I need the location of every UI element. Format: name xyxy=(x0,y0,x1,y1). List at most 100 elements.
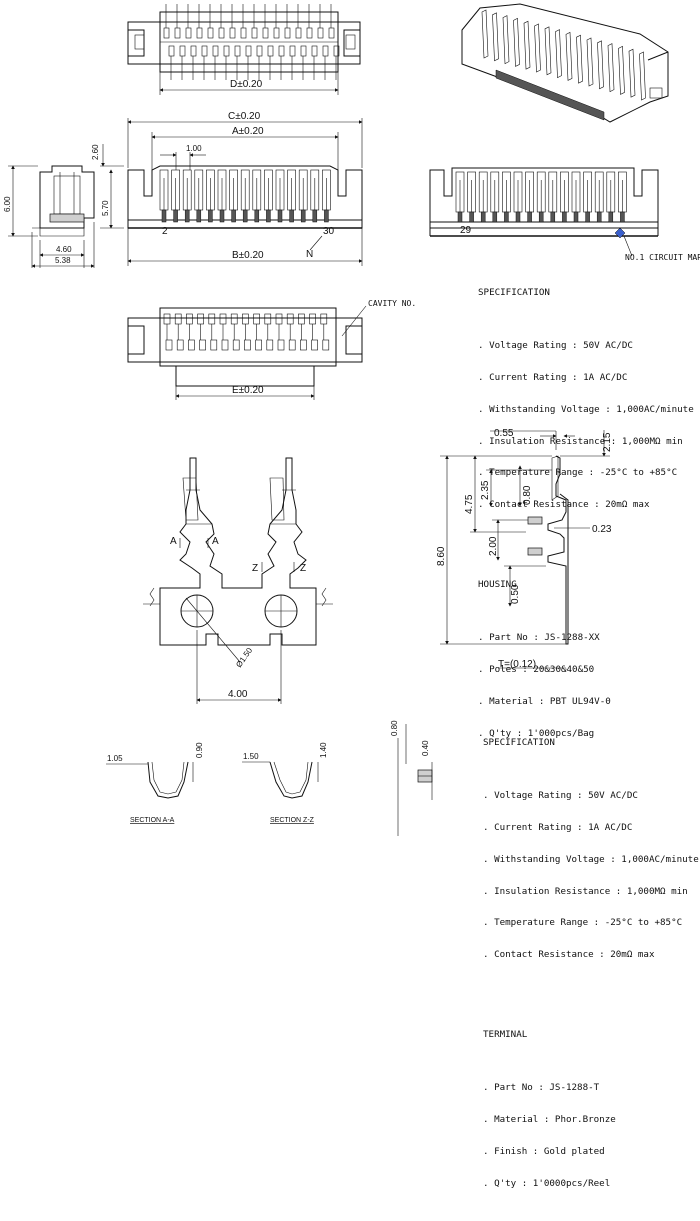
pin-line xyxy=(573,211,579,223)
terminal-item: . Part No : JS-1288-T xyxy=(483,1082,600,1094)
no1-circuit-mark: NO.1 CIRCUIT MARK xyxy=(625,253,700,262)
housing-spec-list: . Voltage Rating : 50V AC/DC . Current R… xyxy=(478,320,694,532)
dim-215: 2.15 xyxy=(602,432,613,452)
dim-b: B±0.20 xyxy=(232,250,264,261)
pin-line xyxy=(457,211,463,223)
dim-460: 4.60 xyxy=(56,245,72,254)
pin-line xyxy=(585,211,590,223)
pin-line xyxy=(267,45,274,57)
pin-line xyxy=(492,211,498,223)
pin-line xyxy=(277,209,283,223)
pin-line xyxy=(168,45,175,57)
rear-view: 29 NO.1 CIRCUIT MARK xyxy=(429,167,700,262)
terminal-title: TERMINAL xyxy=(483,1029,528,1041)
spec-item: . Contact Resistance : 20mΩ max xyxy=(478,499,650,511)
pin-line xyxy=(311,45,318,57)
pin-line xyxy=(312,209,318,223)
dim-050: 0.50 xyxy=(510,584,521,604)
pin-line xyxy=(196,27,203,39)
spec-item: . Withstanding Voltage : 1,000AC/minute xyxy=(478,403,694,415)
bottom-view: E±0.20 CAVITY NO. xyxy=(127,299,416,400)
pin-line xyxy=(306,27,313,39)
pin-line xyxy=(161,209,167,223)
pin-line xyxy=(289,209,294,223)
pin-line xyxy=(607,43,615,93)
dim-thickness: T=(0.12) xyxy=(498,659,536,670)
side-view: 6.00 4.60 5.38 xyxy=(3,165,95,268)
section-a-a: 1.05 0.90 SECTION A-A xyxy=(106,742,204,824)
label-z-left: Z xyxy=(252,563,258,574)
pin-line xyxy=(176,339,184,351)
dim-a: A±0.20 xyxy=(232,126,264,137)
dim-475: 4.75 xyxy=(464,494,475,514)
pin-line xyxy=(565,31,573,81)
terminal-spec-block: SPECIFICATION . Voltage Rating : 50V AC/… xyxy=(483,717,699,1221)
pin-line xyxy=(234,45,241,57)
pin-line xyxy=(639,51,646,101)
pin-line xyxy=(240,27,247,39)
housing-title: HOUSING xyxy=(478,579,517,591)
pin-line xyxy=(212,45,219,57)
pin-line xyxy=(221,339,229,351)
pin-line xyxy=(179,45,186,57)
pin-line xyxy=(219,209,225,223)
pin-line xyxy=(289,45,296,57)
dim-600: 6.00 xyxy=(3,196,12,212)
dim-538: 5.38 xyxy=(55,256,71,265)
pin-line xyxy=(174,27,181,39)
pin-line xyxy=(184,209,190,223)
spec-item: . Current Rating : 1A AC/DC xyxy=(478,371,628,383)
pin-line xyxy=(492,12,499,62)
dim-235: 2.35 xyxy=(480,480,491,500)
label-pin-30: 30 xyxy=(323,226,335,237)
dim-080: 0.80 xyxy=(522,485,533,505)
pin-line xyxy=(480,211,486,223)
pin-line xyxy=(208,313,216,325)
pin-line xyxy=(218,27,225,39)
housing-spec-block: SPECIFICATION . Voltage Rating : 50V AC/… xyxy=(478,267,694,771)
pin-line xyxy=(199,339,206,351)
pin-line xyxy=(300,209,306,223)
spec-item: . Voltage Rating : 50V AC/DC xyxy=(483,790,638,802)
terminal-item: . Finish : Gold plated xyxy=(483,1145,605,1157)
terminal-item: . Material : Phor.Bronze xyxy=(483,1113,616,1125)
housing-item: . Part No : JS-1288-XX xyxy=(478,632,600,644)
terminal-side: 0.55 2.15 4.75 2.35 0.80 0.23 2.00 8.60 … xyxy=(436,428,613,670)
pin-line xyxy=(550,211,556,223)
pin-line xyxy=(210,339,218,351)
terminal-list: . Part No : JS-1288-T . Material : Phor.… xyxy=(483,1062,699,1210)
dim-sec-a-090: 0.90 xyxy=(195,742,204,758)
dim-c: C±0.20 xyxy=(228,111,261,122)
pin-line xyxy=(620,211,625,223)
spec-item: . Insulation Resistance : 1,000MΩ min xyxy=(478,435,683,447)
dim-400: 4.00 xyxy=(228,689,248,700)
pin-line xyxy=(527,211,532,223)
spec-item: . Temperature Range : -25°C to +85°C xyxy=(483,917,683,929)
pin-line xyxy=(266,209,271,223)
pin-line xyxy=(165,339,173,351)
pin-line xyxy=(186,313,193,325)
pin-line xyxy=(300,45,307,57)
section-z-z: 1.50 1.40 SECTION Z-Z xyxy=(242,742,328,824)
spec-item: . Voltage Rating : 50V AC/DC xyxy=(478,340,633,352)
pin-line xyxy=(284,27,291,39)
pin-line xyxy=(538,211,544,223)
pin-line xyxy=(254,209,260,223)
housing-item: . Q'ty : 1'000pcs/Bag xyxy=(478,727,595,739)
label-a-left: A xyxy=(170,536,177,547)
pin-line xyxy=(245,45,252,57)
pin-line xyxy=(328,27,335,39)
iso-view xyxy=(461,3,669,123)
pin-line xyxy=(253,313,260,325)
pin-line xyxy=(544,26,552,76)
pin-line xyxy=(163,313,171,325)
pin-line xyxy=(201,45,208,57)
terminal-spec-title: SPECIFICATION xyxy=(483,737,555,749)
pin-line xyxy=(229,27,236,39)
section-z-label: SECTION Z-Z xyxy=(270,817,315,824)
dim-small-040: 0.40 xyxy=(421,740,430,756)
spec-item: . Current Rating : 1A AC/DC xyxy=(483,821,633,833)
dim-055: 0.55 xyxy=(494,428,514,439)
terminal-spec-list: . Voltage Rating : 50V AC/DC . Current R… xyxy=(483,770,699,982)
pin-line xyxy=(173,209,178,223)
